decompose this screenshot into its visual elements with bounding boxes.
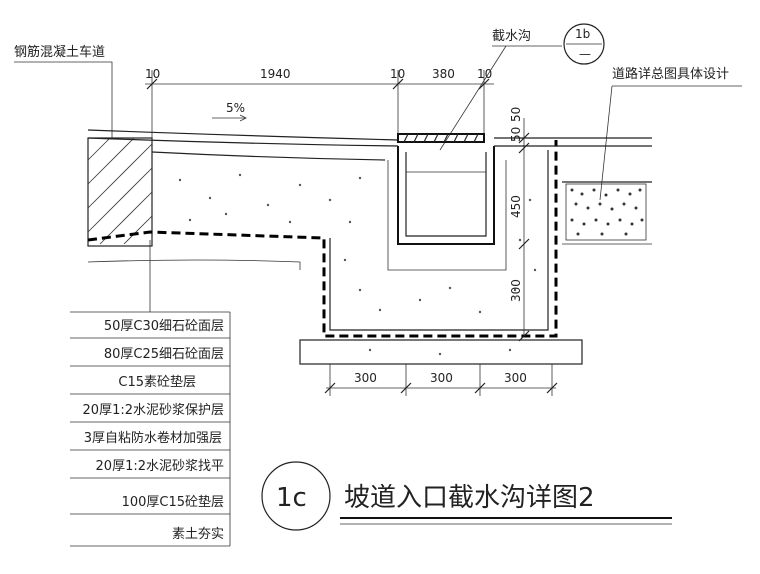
foundation-cushion bbox=[299, 339, 583, 365]
layer-6: 20厚1:2水泥砂浆找平 bbox=[96, 459, 224, 474]
driveway-slab bbox=[87, 137, 153, 247]
dim-top-1: 10 bbox=[145, 67, 160, 81]
bottom-dimension: 300 300 300 bbox=[324, 364, 558, 396]
layer-legend: 50厚C30细石砼面层 80厚C25细石砼面层 C15素砼垫层 20厚1:2水泥… bbox=[70, 240, 231, 547]
dim-bottom-1: 300 bbox=[354, 371, 377, 385]
dim-bottom-2: 300 bbox=[430, 371, 453, 385]
dim-top-2: 1940 bbox=[260, 67, 291, 81]
callout-circle-1b bbox=[563, 23, 605, 65]
ramp-layers bbox=[87, 129, 399, 270]
label-intercept-ditch: 截水沟 bbox=[492, 29, 531, 44]
leader-road bbox=[599, 85, 613, 201]
callout-1b-bottom: — bbox=[579, 47, 591, 61]
dim-top-3: 10 bbox=[390, 67, 405, 81]
dim-top-4: 380 bbox=[432, 67, 455, 81]
label-concrete-driveway: 钢筋混凝土车道 bbox=[14, 44, 105, 60]
leader-concrete-driveway bbox=[14, 61, 113, 138]
road-section bbox=[494, 137, 652, 245]
title-text: 坡道入口截水沟详图2 bbox=[344, 483, 595, 513]
concrete-texture bbox=[178, 173, 537, 356]
callout-1b-top: 1b bbox=[575, 27, 590, 41]
dim-right-2: 50 bbox=[509, 107, 523, 122]
title-symbol: 1c bbox=[276, 483, 307, 513]
grate-cover bbox=[397, 133, 485, 143]
waterproof-membrane bbox=[87, 140, 558, 338]
concrete-base bbox=[329, 150, 549, 331]
label-road-design-note: 道路详总图具体设计 bbox=[612, 66, 729, 82]
right-dimension: 50 50 450 300 bbox=[509, 107, 530, 342]
dim-top-5: 10 bbox=[477, 67, 492, 81]
layer-3: C15素砼垫层 bbox=[118, 374, 196, 390]
dim-right-3: 450 bbox=[509, 195, 523, 218]
layer-8: 素土夯实 bbox=[172, 527, 224, 542]
layer-5: 3厚自粘防水卷材加强层 bbox=[84, 430, 222, 446]
ditch-channel bbox=[387, 146, 507, 271]
dim-right-4: 300 bbox=[509, 279, 523, 302]
leader-ditch bbox=[439, 45, 507, 151]
dim-bottom-3: 300 bbox=[504, 371, 527, 385]
layer-2: 80厚C25细石砼面层 bbox=[104, 347, 224, 362]
dim-right-1: 50 bbox=[509, 127, 523, 142]
layer-1: 50厚C30细石砼面层 bbox=[104, 319, 224, 334]
title-symbol-circle bbox=[261, 461, 331, 531]
top-dimension: 10 1940 10 380 10 bbox=[145, 67, 494, 138]
drawing-title: 1c 坡道入口截水沟详图2 bbox=[261, 461, 672, 531]
layer-7: 100厚C15砼垫层 bbox=[122, 494, 224, 510]
slope-label: 5% bbox=[226, 101, 245, 115]
layer-4: 20厚1:2水泥砂浆保护层 bbox=[83, 403, 224, 418]
